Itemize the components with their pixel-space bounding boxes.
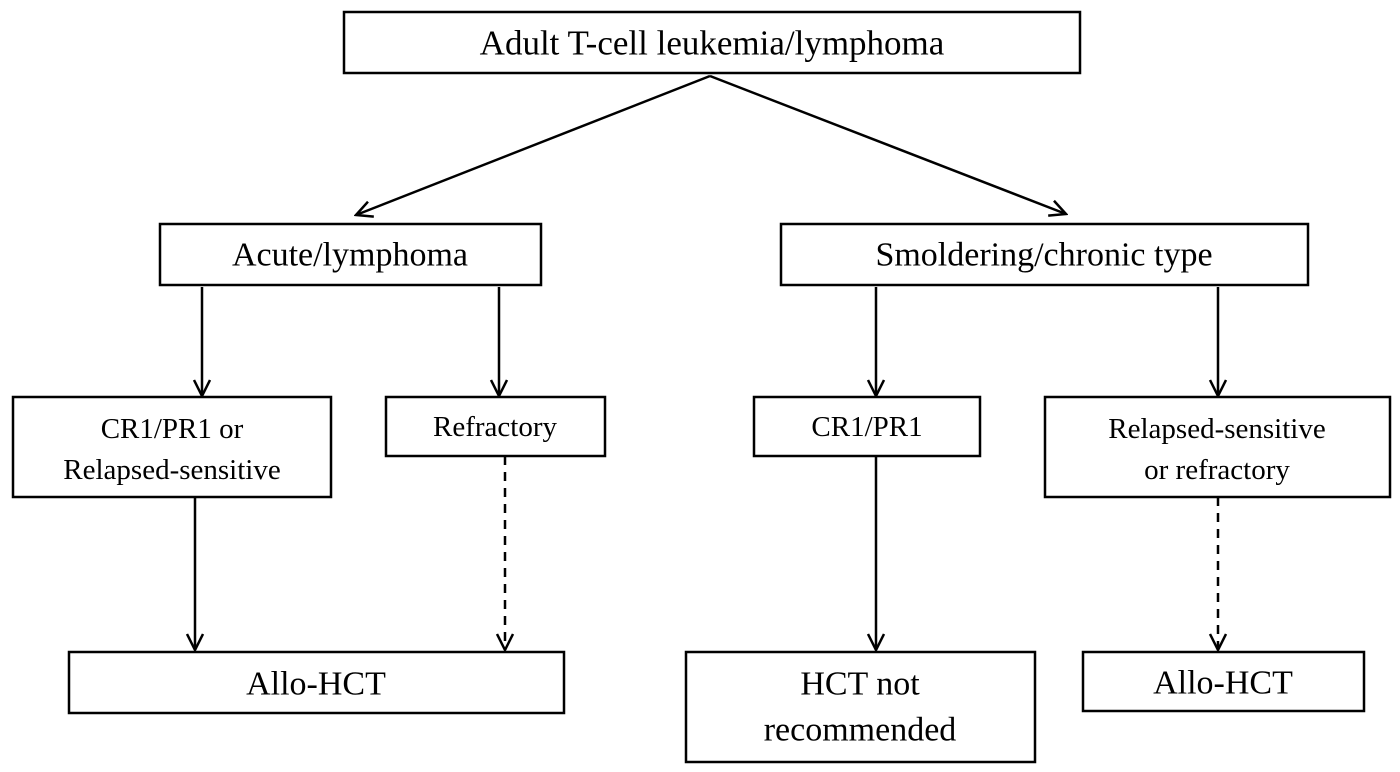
node-smoldering-chronic-label: Smoldering/chronic type (875, 237, 1212, 274)
node-outcome-smoldering-not-line-2: recommended (764, 712, 957, 749)
node-smoldering-relapsed-line-2: or refractory (1144, 454, 1290, 486)
node-title-label: Adult T-cell leukemia/lymphoma (480, 24, 945, 63)
node-acute-refractory: Refractory (384, 395, 607, 458)
node-smoldering-chronic: Smoldering/chronic type (779, 222, 1310, 287)
node-outcome-acute-label: Allo-HCT (246, 666, 386, 703)
edge-title-to-acute (356, 74, 711, 215)
node-smoldering-relapsed: Relapsed-sensitive or refractory (1043, 395, 1392, 499)
edge-title-to-smoldering (709, 74, 1066, 214)
node-outcome-smoldering-not: HCT not recommended (684, 650, 1037, 764)
node-acute-lymphoma: Acute/lymphoma (158, 222, 543, 287)
node-title: Adult T-cell leukemia/lymphoma (342, 10, 1082, 75)
node-smoldering-responsive-label: CR1/PR1 (811, 411, 922, 443)
node-outcome-smoldering-allo: Allo-HCT (1081, 650, 1366, 713)
node-acute-responsive: CR1/PR1 or Relapsed-sensitive (11, 395, 333, 499)
node-outcome-acute: Allo-HCT (67, 650, 566, 715)
edges (195, 74, 1218, 650)
node-acute-refractory-label: Refractory (433, 411, 557, 443)
node-acute-lymphoma-label: Acute/lymphoma (232, 237, 468, 274)
node-outcome-smoldering-not-line-1: HCT not (800, 666, 920, 703)
node-acute-responsive-line-1: CR1/PR1 or (101, 413, 244, 445)
node-outcome-smoldering-allo-label: Allo-HCT (1153, 665, 1293, 702)
node-smoldering-responsive: CR1/PR1 (752, 395, 982, 458)
node-acute-responsive-line-2: Relapsed-sensitive (63, 454, 280, 486)
node-smoldering-relapsed-line-1: Relapsed-sensitive (1108, 413, 1325, 445)
